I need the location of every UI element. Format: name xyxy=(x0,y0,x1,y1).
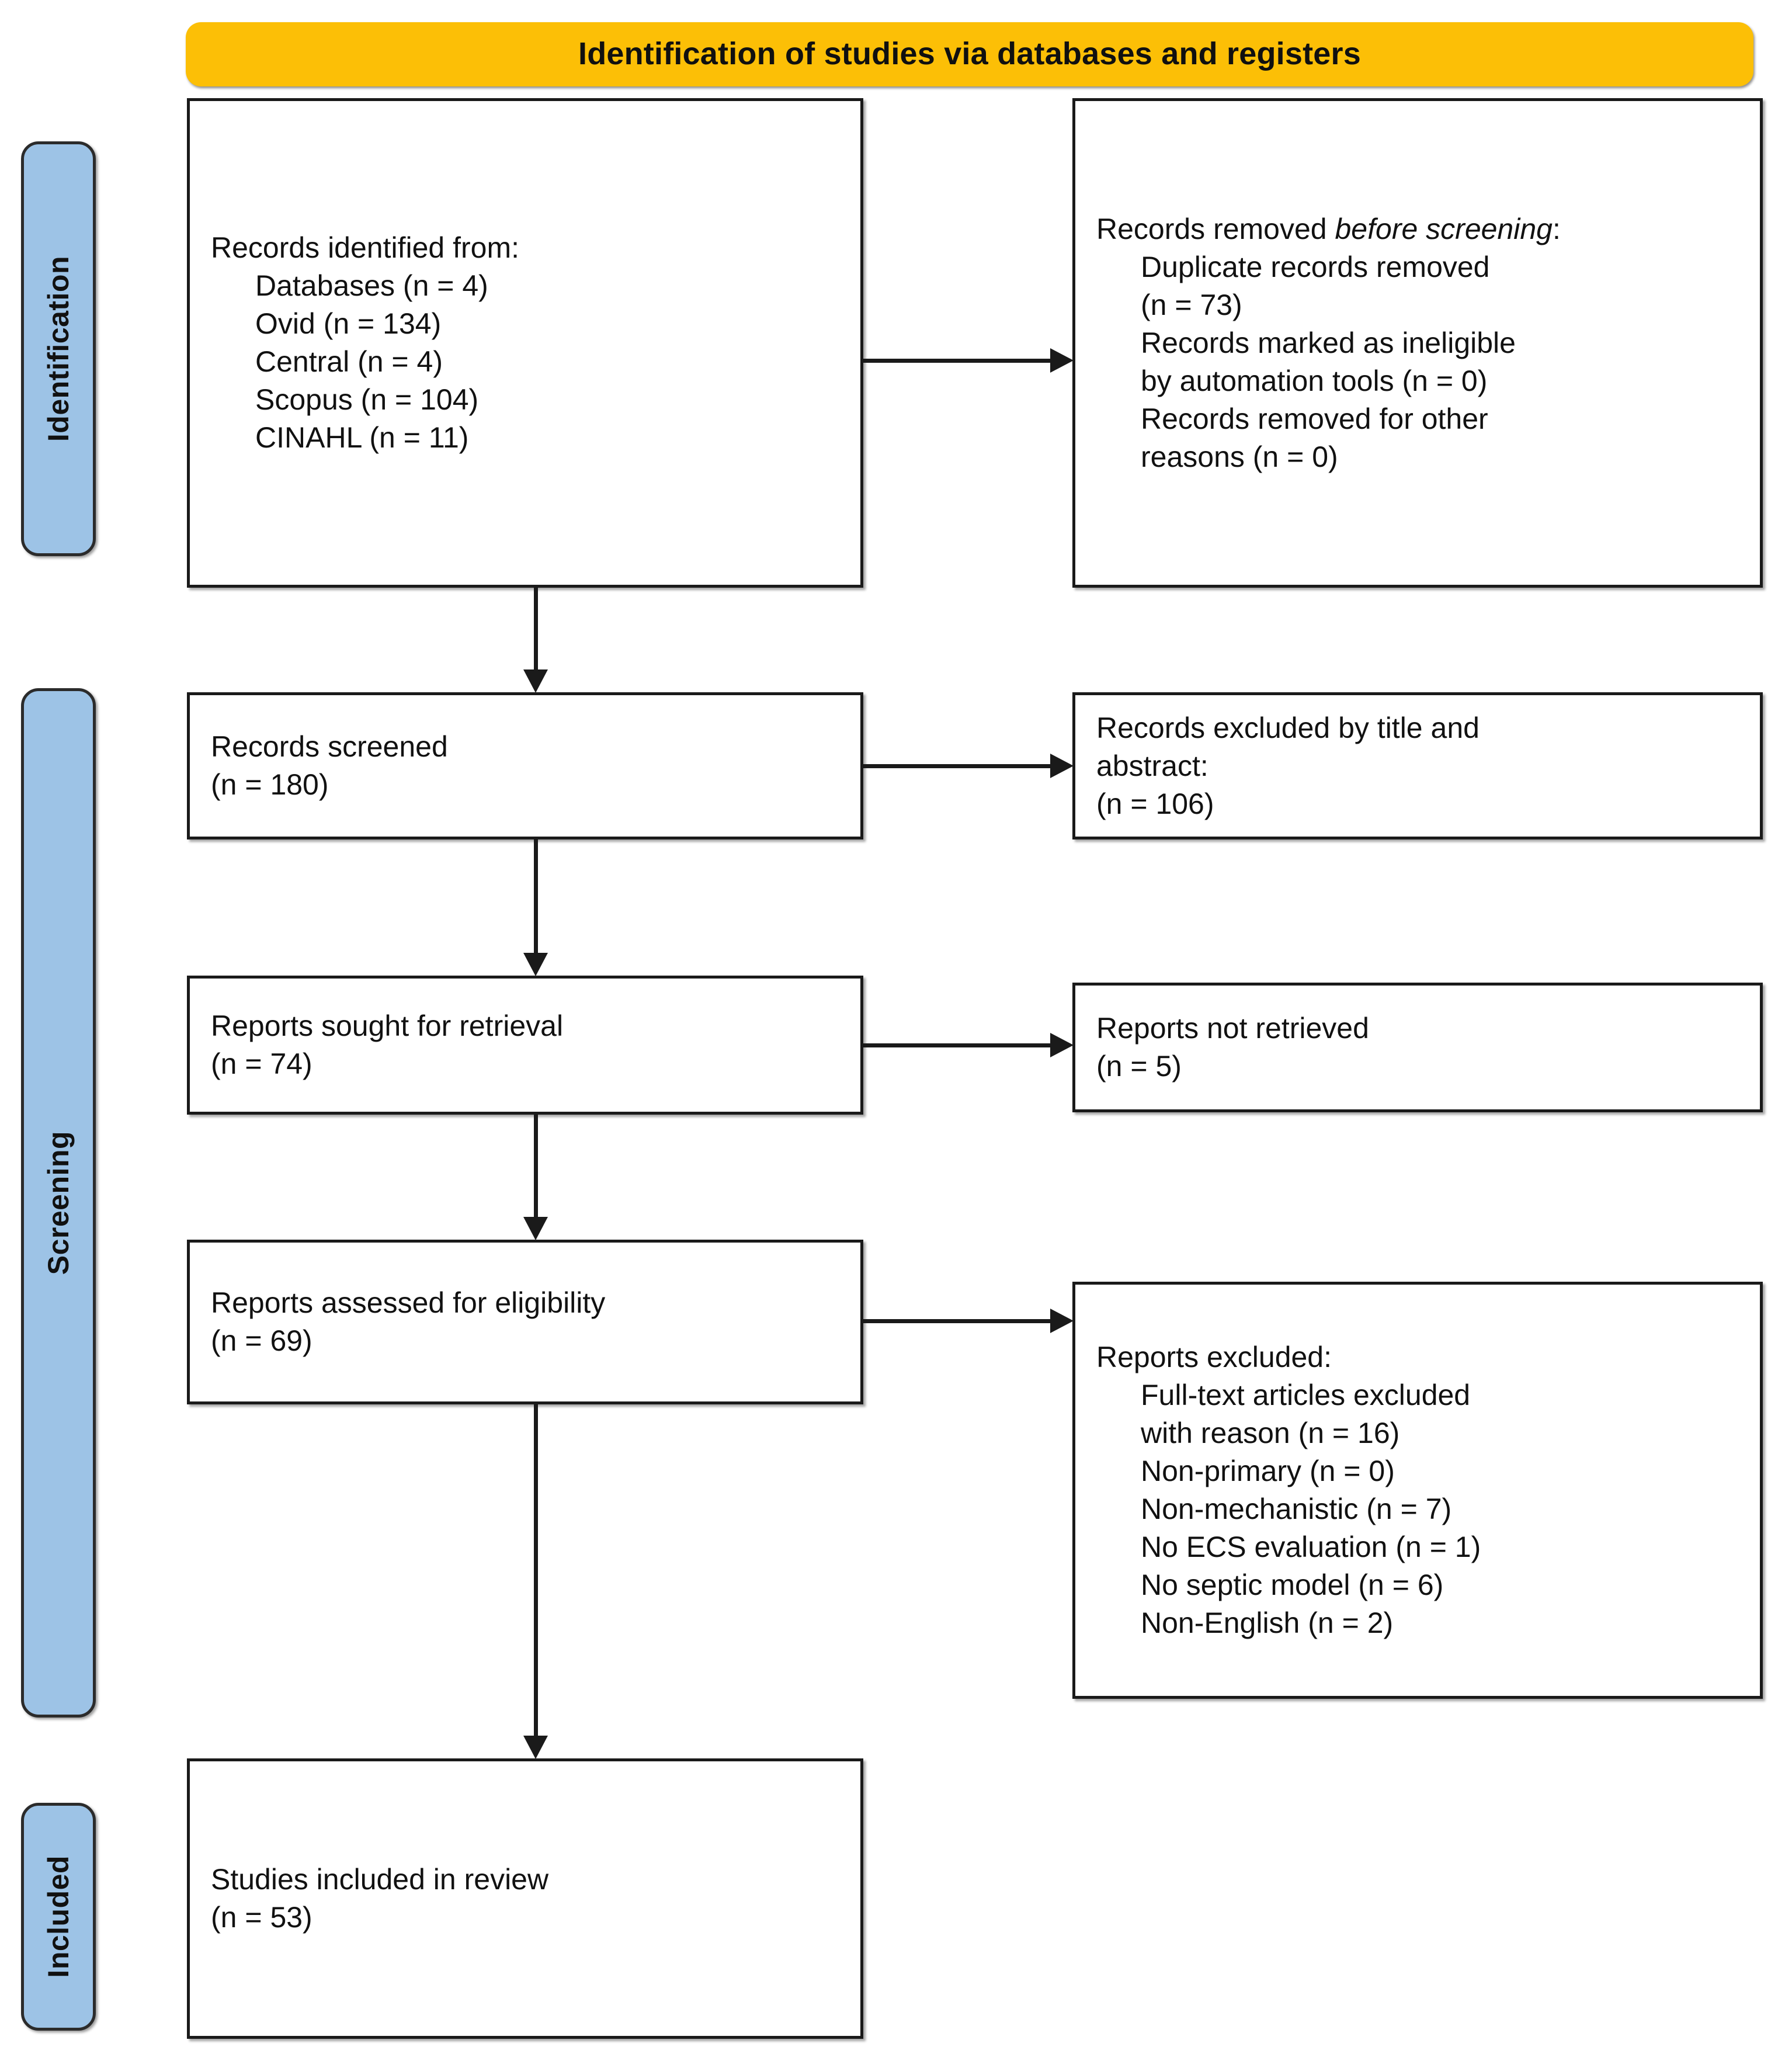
box-heading-tail: : xyxy=(1552,212,1561,245)
arrow-identified-to-removed xyxy=(863,348,1074,374)
box-line: Records screened xyxy=(211,730,448,763)
box-line-item: Non-primary (n = 0) xyxy=(1141,1455,1395,1487)
page-title: Identification of studies via databases … xyxy=(578,36,1361,72)
box-line-item: Records removed for other xyxy=(1141,402,1488,435)
box-heading: Records removed before screening: xyxy=(1096,210,1739,248)
phase-label-screening: Screening xyxy=(42,1130,75,1275)
box-heading: Reports excluded: xyxy=(1096,1341,1332,1373)
box-line-item: Non-English (n = 2) xyxy=(1141,1607,1394,1639)
arrow-sought-to-not-retrieved xyxy=(863,1033,1074,1059)
box-line-item: Full-text articles excluded xyxy=(1141,1379,1471,1411)
box-records-removed-before-screening: Records removed before screening: Duplic… xyxy=(1072,98,1763,588)
box-records-excluded-title-abstract: Records excluded by title and abstract: … xyxy=(1072,692,1763,839)
box-reports-assessed-for-eligibility: Reports assessed for eligibility (n = 69… xyxy=(187,1240,863,1404)
box-line-item: No septic model (n = 6) xyxy=(1141,1569,1444,1601)
box-line: Reports sought for retrieval xyxy=(211,1009,564,1042)
arrow-shaft xyxy=(863,1043,1051,1047)
box-count: (n = 106) xyxy=(1096,787,1214,820)
box-line-item: Scopus (n = 104) xyxy=(255,383,479,416)
box-heading-emphasis: before screening xyxy=(1335,212,1553,245)
phase-tab-included: Included xyxy=(21,1803,96,2031)
box-heading: Records identified from: xyxy=(211,231,520,264)
arrow-head-right-icon xyxy=(1050,1033,1074,1057)
arrow-identified-to-screened xyxy=(523,588,549,693)
arrow-screened-to-sought xyxy=(523,839,549,976)
box-line: Records excluded by title and xyxy=(1096,711,1480,744)
box-line-item: Records marked as ineligible xyxy=(1141,326,1516,359)
box-line-item: CINAHL (n = 11) xyxy=(255,421,469,454)
box-line: Reports assessed for eligibility xyxy=(211,1286,606,1319)
box-reports-not-retrieved: Reports not retrieved (n = 5) xyxy=(1072,983,1763,1112)
arrow-eligibility-to-reports-excluded xyxy=(863,1309,1074,1334)
box-line-item: with reason (n = 16) xyxy=(1141,1417,1400,1449)
arrow-shaft xyxy=(863,359,1051,363)
arrow-screened-to-excluded xyxy=(863,754,1074,779)
box-line-item: Non-mechanistic (n = 7) xyxy=(1141,1493,1452,1525)
arrow-shaft xyxy=(863,764,1051,768)
box-line-item: No ECS evaluation (n = 1) xyxy=(1141,1531,1481,1563)
box-count: (n = 5) xyxy=(1096,1050,1182,1083)
box-line-item: Databases (n = 4) xyxy=(255,269,488,302)
box-count: (n = 74) xyxy=(211,1047,312,1080)
arrow-head-right-icon xyxy=(1050,348,1074,373)
box-line: abstract: xyxy=(1096,749,1208,782)
arrow-head-down-icon xyxy=(523,953,548,976)
box-heading-plain: Records removed xyxy=(1096,212,1335,245)
box-count: (n = 180) xyxy=(211,768,329,801)
box-line-item: Ovid (n = 134) xyxy=(255,307,442,340)
box-line: Studies included in review xyxy=(211,1863,549,1896)
arrow-shaft xyxy=(863,1319,1051,1323)
box-line-item: reasons (n = 0) xyxy=(1141,440,1338,473)
box-line: Reports not retrieved xyxy=(1096,1012,1369,1045)
box-count: (n = 69) xyxy=(211,1324,312,1357)
box-studies-included-in-review: Studies included in review (n = 53) xyxy=(187,1758,863,2039)
phase-tab-screening: Screening xyxy=(21,688,96,1718)
arrow-shaft xyxy=(534,1404,538,1737)
phase-label-included: Included xyxy=(42,1855,75,1978)
phase-tab-identification: Identification xyxy=(21,141,96,556)
arrow-eligibility-to-included xyxy=(523,1404,549,1759)
phase-label-identification: Identification xyxy=(42,255,75,442)
box-line-item: Duplicate records removed xyxy=(1141,250,1490,283)
box-reports-sought-for-retrieval: Reports sought for retrieval (n = 74) xyxy=(187,976,863,1115)
arrow-shaft xyxy=(534,1115,538,1218)
box-count: (n = 53) xyxy=(211,1901,312,1934)
arrow-head-down-icon xyxy=(523,669,548,693)
arrow-head-right-icon xyxy=(1050,1309,1074,1333)
arrow-shaft xyxy=(534,588,538,671)
box-line-item: Central (n = 4) xyxy=(255,345,443,378)
arrow-head-down-icon xyxy=(523,1217,548,1240)
diagram-header-banner: Identification of studies via databases … xyxy=(186,22,1753,86)
box-records-screened: Records screened (n = 180) xyxy=(187,692,863,839)
arrow-shaft xyxy=(534,839,538,954)
arrow-head-down-icon xyxy=(523,1736,548,1759)
box-line-item: by automation tools (n = 0) xyxy=(1141,364,1488,397)
box-reports-excluded: Reports excluded: Full-text articles exc… xyxy=(1072,1282,1763,1699)
box-records-identified: Records identified from: Databases (n = … xyxy=(187,98,863,588)
arrow-sought-to-eligibility xyxy=(523,1115,549,1240)
box-line-item: (n = 73) xyxy=(1141,288,1242,321)
arrow-head-right-icon xyxy=(1050,754,1074,778)
